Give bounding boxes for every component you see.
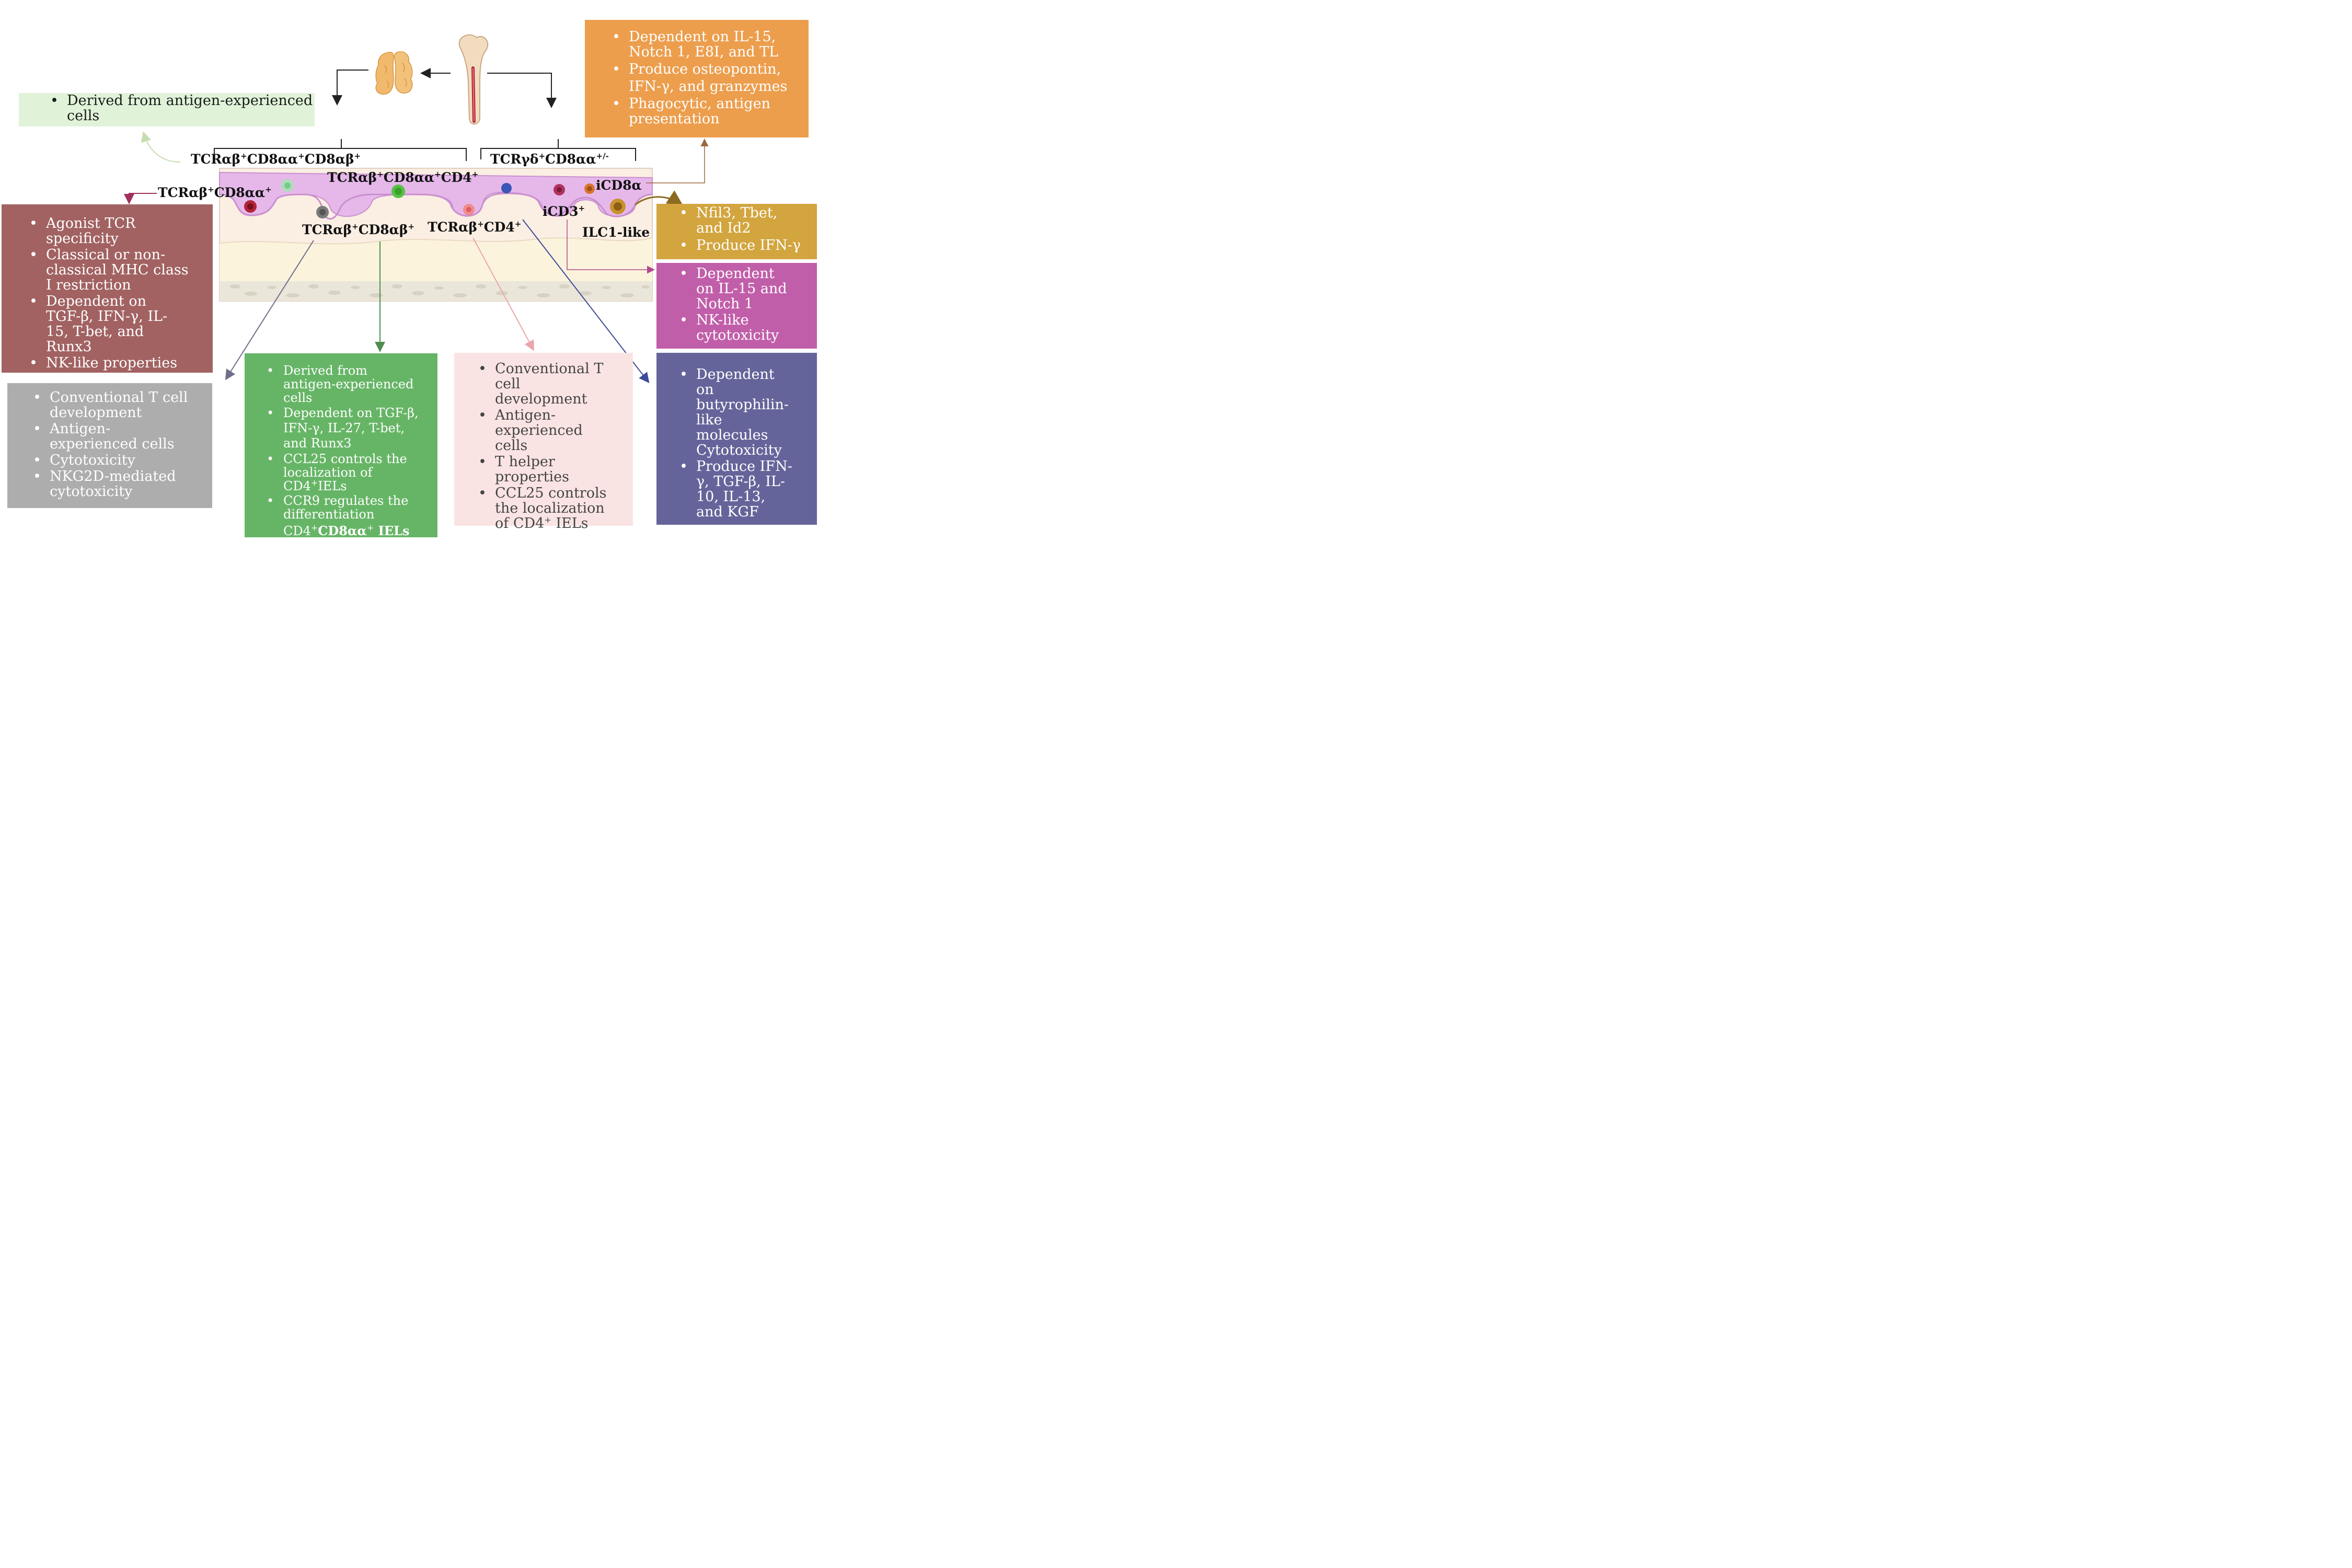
list-item: Antigen-experienced cells — [33, 421, 186, 452]
list-item: CCR9 regulates the differentiationCD4+CD… — [267, 494, 419, 541]
label-tcrgd: TCRγδ+CD8αα+/- — [490, 151, 609, 167]
label-tcrab-cd4: TCRαβ+CD4+ — [428, 219, 522, 235]
cell-icon — [316, 206, 329, 218]
list-item: CCL25 controls the localization of CD4+I… — [267, 452, 414, 493]
list-item: Produce osteopontin, IFN-γ, and granzyme… — [612, 61, 803, 95]
label-tcrab-cd8aa-cd8ab: TCRαβ+CD8αα+CD8αβ+ — [191, 151, 361, 167]
intestinal-tissue — [219, 168, 653, 302]
list-item: Conventional T cell development — [478, 361, 610, 407]
list-item: Conventional T cell development — [33, 390, 200, 420]
label-icd3: iCD3+ — [543, 203, 585, 219]
list-item: Dependent on IL-15, Notch 1, E8I, and TL — [612, 29, 803, 60]
submucosa-pattern — [230, 284, 650, 297]
cell-icon — [610, 199, 626, 214]
list-item: NKG2D-mediated cytotoxicity — [33, 469, 186, 499]
list-item: Dependent on IL-15 and Notch 1 — [679, 266, 795, 312]
list-item: Produce IFN-γ — [679, 237, 814, 255]
cell-icon — [554, 184, 565, 195]
connectors — [124, 68, 709, 384]
list-item: Nfil3, Tbet, and Id2 — [679, 205, 780, 236]
list-item: NK-like cytotoxicity — [679, 313, 785, 343]
list-item: NK-like properties — [29, 355, 207, 371]
list-item: T helper properties — [478, 454, 573, 485]
box-tcrgd: Dependent on IL-15, Notch 1, E8I, and TL… — [585, 20, 809, 137]
list-item: Classical or non-classical MHC class I r… — [29, 247, 190, 293]
list-item: CCL25 controls the localization of CD4+ … — [478, 486, 618, 531]
box-ilc1-like: Nfil3, Tbet, and Id2 Produce IFN-γ — [656, 204, 817, 259]
list-item: Phagocytic, antigen presentation — [612, 96, 803, 126]
cell-icon — [463, 204, 475, 215]
diagram-canvas — [124, 34, 709, 384]
list-item: Agonist TCR specificity — [29, 216, 161, 246]
cell-icon — [244, 200, 257, 213]
list-item: Dependent on TGF-β, IFN-γ, IL-27, T-bet,… — [267, 406, 420, 451]
list-item: Derived from antigen-experienced cells — [50, 93, 315, 123]
box-icd8a: Dependent on IL-15 and Notch 1 NK-like c… — [656, 263, 817, 349]
list-item: Produce IFN-γ, TGF-β, IL-10, IL-13, and … — [679, 459, 795, 520]
cell-icon — [391, 185, 405, 198]
bone-icon — [458, 34, 489, 125]
label-tcrab-cd8ab: TCRαβ+CD8αβ+ — [302, 222, 415, 237]
label-tcrab-cd8aa: TCRαβ+CD8αα+ — [158, 185, 272, 200]
cell-icon — [584, 183, 595, 194]
box-tcrab-cd8aa-cd4: Derived from antigen-experienced cells D… — [245, 353, 437, 538]
label-icd8a: iCD8α — [596, 178, 642, 193]
cell-icon — [281, 179, 294, 192]
label-tcrab-cd8aa-cd4: TCRαβ+CD8αα+CD4+ — [327, 169, 479, 185]
cell-icon — [501, 183, 512, 193]
box-tcrab-cd8ab: Conventional T cell development Antigen-… — [7, 383, 212, 508]
list-item: Derived from antigen-experienced cells — [267, 364, 414, 405]
list-item: Cytotoxicity — [33, 453, 201, 468]
list-item: Dependent on butyrophilin-like molecules… — [679, 367, 789, 458]
box-antigen-experienced: Derived from antigen-experienced cells — [19, 93, 315, 126]
cell-icons — [244, 179, 626, 218]
list-item: Antigen-experienced cells — [478, 408, 583, 453]
box-tcrab-cd8aa: Agonist TCR specificity Classical or non… — [2, 204, 213, 373]
box-tcrab-cd4: Conventional T cell development Antigen-… — [454, 353, 633, 531]
box-icd3: Dependent on butyrophilin-like molecules… — [656, 353, 817, 525]
label-ilc1-like: ILC1-like — [582, 225, 650, 240]
list-item: Dependent on TGF-β, IFN-γ, IL-15, T-bet,… — [29, 294, 183, 354]
thymus-icon — [375, 51, 413, 95]
